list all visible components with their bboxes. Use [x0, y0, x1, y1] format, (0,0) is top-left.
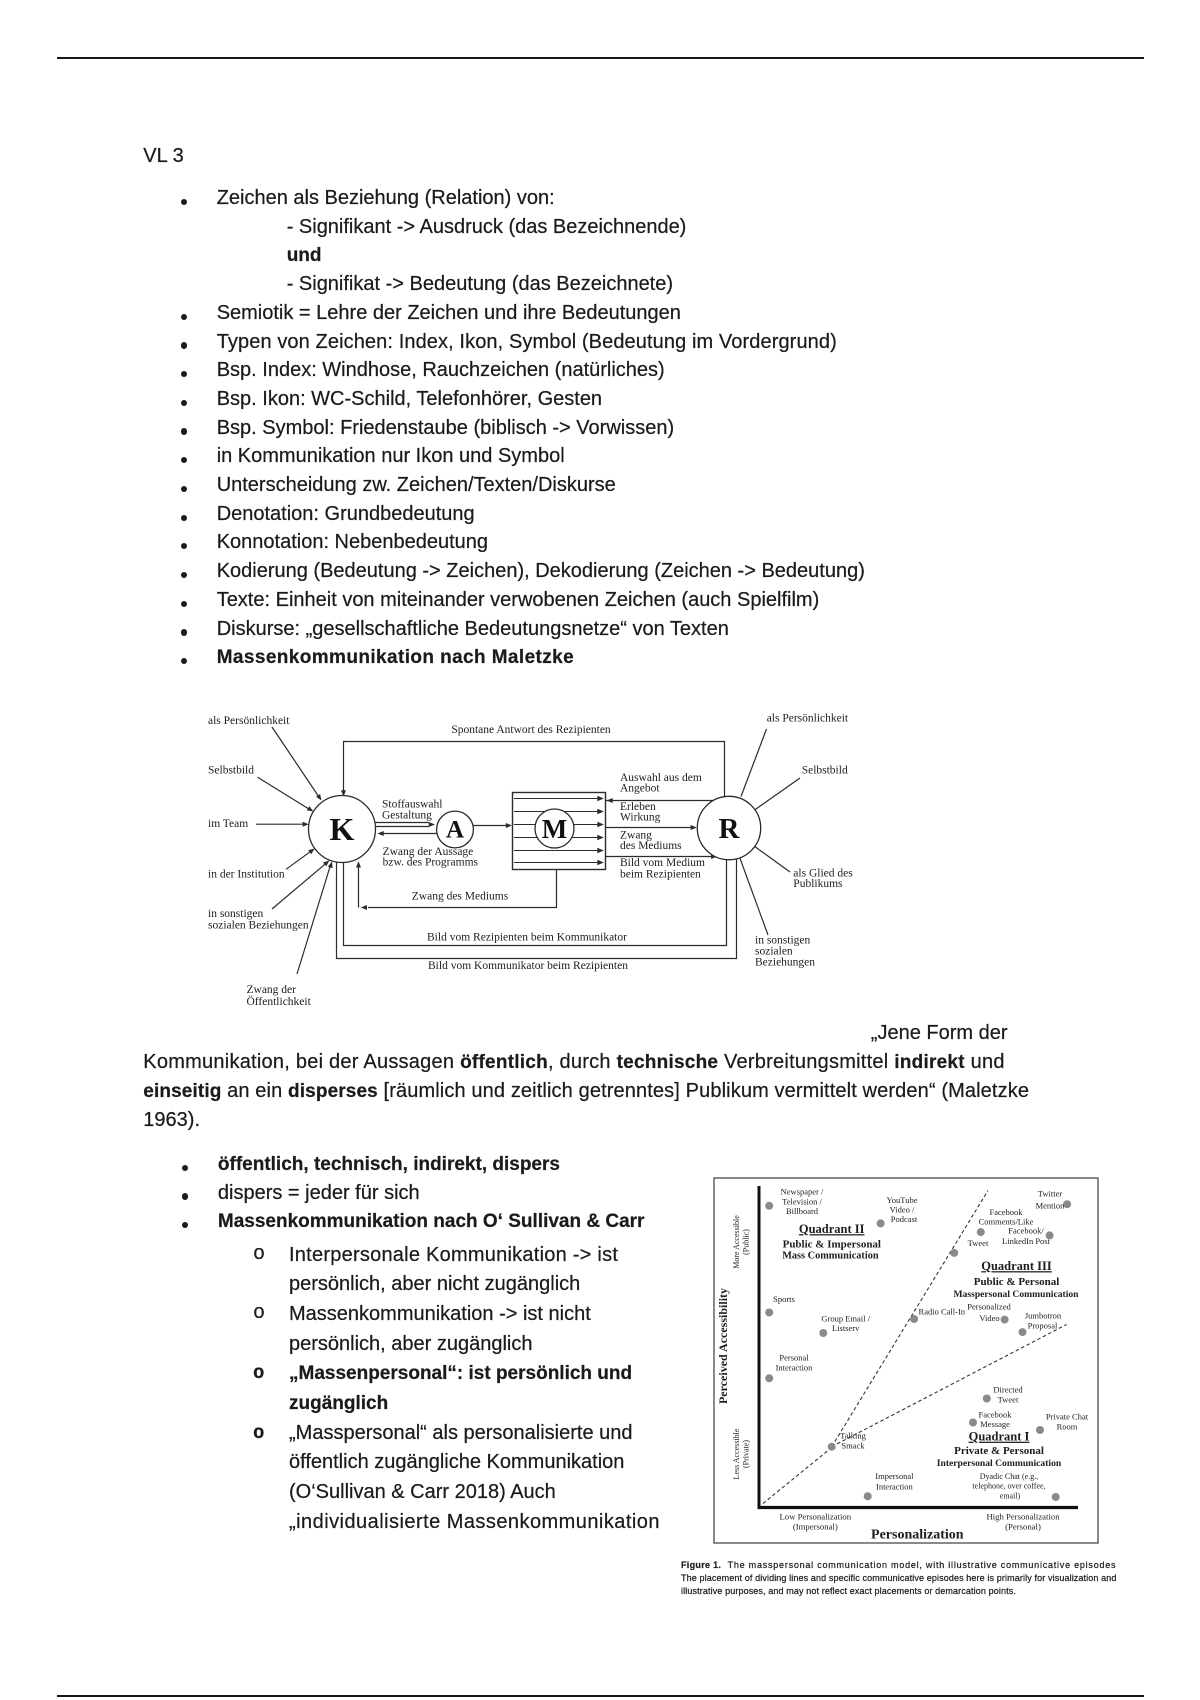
svg-text:Gestaltung: Gestaltung: [382, 810, 432, 822]
svg-text:Sports: Sports: [773, 1294, 795, 1304]
svg-text:als Persönlichkeit: als Persönlichkeit: [767, 713, 849, 725]
svg-text:telephone, over coffee,: telephone, over coffee,: [972, 1482, 1045, 1491]
svg-text:Facebook/: Facebook/: [1008, 1225, 1044, 1235]
svg-text:K: K: [330, 811, 355, 847]
svg-text:Beziehungen: Beziehungen: [755, 957, 815, 969]
svg-text:in sonstigen: in sonstigen: [755, 935, 811, 947]
svg-text:Billboard: Billboard: [786, 1206, 819, 1216]
svg-text:(Private): (Private): [742, 1440, 751, 1468]
svg-text:Video /: Video /: [890, 1205, 915, 1215]
svg-text:Zwang: Zwang: [620, 830, 652, 842]
svg-text:Selbstbild: Selbstbild: [802, 764, 848, 776]
svg-text:Less Accessible: Less Accessible: [732, 1428, 741, 1479]
svg-text:Room: Room: [1057, 1422, 1078, 1432]
svg-text:Twitter: Twitter: [1038, 1189, 1063, 1199]
svg-text:YouTube: YouTube: [887, 1195, 918, 1205]
svg-text:Auswahl aus dem: Auswahl aus dem: [620, 772, 702, 784]
svg-text:Zwang der Aussage: Zwang der Aussage: [383, 846, 474, 858]
svg-text:Private & Personal: Private & Personal: [954, 1445, 1044, 1457]
svg-text:R: R: [719, 813, 741, 845]
svg-text:Tweet: Tweet: [968, 1238, 989, 1248]
svg-text:High Personalization: High Personalization: [986, 1511, 1060, 1521]
svg-text:Mass Communication: Mass Communication: [782, 1251, 879, 1262]
svg-text:(Public): (Public): [742, 1229, 751, 1255]
svg-text:Bild vom Rezipienten beim Komm: Bild vom Rezipienten beim Kommunikator: [427, 932, 627, 944]
svg-text:A: A: [446, 817, 464, 844]
svg-text:Perceived Accessibility: Perceived Accessibility: [716, 1288, 730, 1404]
svg-text:(Impersonal): (Impersonal): [793, 1522, 838, 1532]
svg-text:Proposal: Proposal: [1028, 1321, 1058, 1331]
svg-text:Group Email /: Group Email /: [821, 1314, 870, 1324]
svg-text:Angebot: Angebot: [620, 783, 660, 795]
svg-text:Quadrant I: Quadrant I: [969, 1430, 1030, 1444]
svg-text:LinkedIn Post: LinkedIn Post: [1002, 1236, 1051, 1246]
svg-text:Impersonal: Impersonal: [875, 1471, 914, 1481]
svg-text:sozialen Beziehungen: sozialen Beziehungen: [208, 920, 309, 932]
svg-text:als Glied des: als Glied des: [793, 868, 853, 880]
svg-text:Interaction: Interaction: [876, 1482, 914, 1492]
svg-text:Dyadic Chat (e.g.,: Dyadic Chat (e.g.,: [980, 1472, 1038, 1481]
svg-text:Podcast: Podcast: [891, 1214, 918, 1224]
svg-text:Low Personalization: Low Personalization: [779, 1511, 851, 1521]
svg-text:Smack: Smack: [841, 1441, 865, 1451]
svg-text:beim Rezipienten: beim Rezipienten: [620, 869, 701, 881]
svg-text:Zwang des Mediums: Zwang des Mediums: [412, 891, 509, 903]
svg-text:Facebook: Facebook: [989, 1207, 1023, 1217]
svg-text:Personal: Personal: [779, 1353, 809, 1363]
svg-text:email): email): [1000, 1491, 1021, 1500]
svg-text:sozialen: sozialen: [755, 946, 793, 958]
svg-text:Listserv: Listserv: [832, 1323, 860, 1333]
svg-text:in der Institution: in der Institution: [208, 869, 285, 881]
svg-text:Erleben: Erleben: [620, 801, 656, 813]
svg-text:Zwang der: Zwang der: [247, 984, 297, 996]
svg-text:Masspersonal Communication: Masspersonal Communication: [954, 1289, 1080, 1300]
svg-text:(Personal): (Personal): [1005, 1522, 1041, 1532]
svg-text:als Persönlichkeit: als Persönlichkeit: [208, 715, 290, 727]
svg-text:Newspaper /: Newspaper /: [781, 1187, 824, 1197]
svg-text:Comments/Like: Comments/Like: [979, 1217, 1034, 1227]
svg-text:Private Chat: Private Chat: [1046, 1412, 1089, 1422]
svg-text:im Team: im Team: [208, 818, 248, 830]
svg-text:Television /: Television /: [782, 1196, 822, 1206]
svg-text:Quadrant II: Quadrant II: [799, 1222, 865, 1236]
svg-text:des Mediums: des Mediums: [620, 840, 682, 852]
svg-text:Wirkung: Wirkung: [620, 812, 661, 824]
svg-text:Talking: Talking: [840, 1431, 867, 1441]
svg-text:Personalization: Personalization: [871, 1528, 964, 1543]
svg-text:Interpersonal Communication: Interpersonal Communication: [937, 1458, 1062, 1469]
svg-text:Selbstbild: Selbstbild: [208, 765, 254, 777]
svg-text:Public & Personal: Public & Personal: [974, 1276, 1060, 1288]
svg-text:Interaction: Interaction: [776, 1363, 814, 1373]
svg-text:Quadrant III: Quadrant III: [981, 1259, 1052, 1273]
svg-text:Bild vom Kommunikator beim Rez: Bild vom Kommunikator beim Rezipienten: [428, 960, 628, 972]
svg-text:Öffentlichkeit: Öffentlichkeit: [247, 994, 312, 1008]
svg-text:Radio Call-In: Radio Call-In: [919, 1307, 966, 1317]
svg-text:Publikums: Publikums: [793, 878, 843, 890]
svg-text:in sonstigen: in sonstigen: [208, 908, 264, 920]
svg-text:Personalized: Personalized: [967, 1302, 1011, 1312]
svg-text:Stoffauswahl: Stoffauswahl: [382, 799, 442, 811]
svg-text:Directed: Directed: [993, 1385, 1023, 1395]
svg-text:Bild vom Medium: Bild vom Medium: [620, 857, 705, 869]
svg-text:Public & Impersonal: Public & Impersonal: [783, 1239, 881, 1251]
svg-text:Spontane Antwort des Rezipient: Spontane Antwort des Rezipienten: [451, 724, 611, 736]
svg-text:More Accessible: More Accessible: [732, 1215, 741, 1269]
svg-text:Mention: Mention: [1036, 1200, 1066, 1210]
svg-text:M: M: [542, 814, 567, 844]
svg-text:Message: Message: [980, 1419, 1010, 1429]
svg-text:Jumbotron: Jumbotron: [1025, 1311, 1062, 1321]
svg-text:bzw. des Programms: bzw. des Programms: [383, 857, 479, 869]
svg-text:Facebook: Facebook: [978, 1410, 1012, 1420]
svg-text:Tweet: Tweet: [998, 1395, 1019, 1405]
svg-text:Video: Video: [979, 1313, 999, 1323]
